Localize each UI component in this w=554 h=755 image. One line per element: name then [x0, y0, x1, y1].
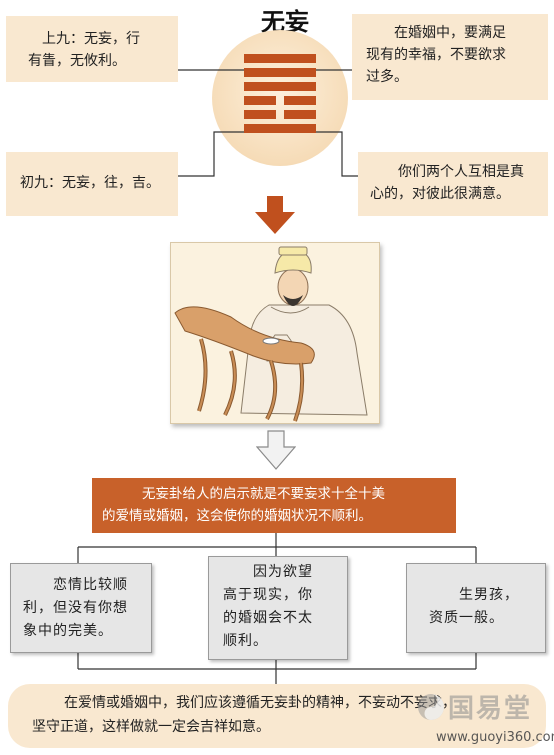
outcome-3-l1: 生男孩，: [459, 587, 519, 603]
outcome-1-l3: 象中的完美。: [23, 623, 113, 639]
lower-line-text: 初九：无妄，往，吉。: [20, 175, 160, 191]
scholar-illustration: [170, 242, 380, 424]
upper-line-text-box: 上九：无妄，行 有眚，无攸利。: [6, 16, 178, 82]
outcome-box-child: 生男孩， 资质一般。: [406, 563, 546, 653]
summary-box: 无妄卦给人的启示就是不要妄求十全十美 的爱情或婚姻，这会使你的婚姻状况不顺利。: [92, 478, 456, 533]
upper-line-text-l1: 上九：无妄，行: [42, 31, 140, 47]
hexagram-line-5: [244, 68, 316, 77]
outcome-2-l4: 顺利。: [223, 633, 268, 649]
down-arrow-icon: [255, 196, 295, 234]
upper-line-explain-box: 在婚姻中，要满足 现有的幸福，不要欲求 过多。: [352, 14, 548, 100]
scholar-at-table-image: [174, 246, 368, 422]
hexagram-line-6: [244, 54, 316, 63]
watermark-url: www.guoyi360.com: [436, 730, 554, 745]
outcome-1-l2: 利，但没有你想: [23, 600, 128, 616]
lower-line-explain-box: 你们两个人互相是真 心的，对彼此很满意。: [358, 152, 548, 216]
lower-line-explain-l2: 心的，对彼此很满意。: [370, 186, 510, 202]
summary-line-2: 的爱情或婚姻，这会使你的婚姻状况不顺利。: [102, 508, 372, 524]
upper-line-explain-l3: 过多。: [366, 69, 408, 85]
outcome-2-l3: 的婚姻会不太: [223, 610, 313, 626]
outcome-box-love: 恋情比较顺 利，但没有你想 象中的完美。: [10, 563, 152, 653]
hexagram-line-3-right: [284, 96, 316, 105]
watermark-name: 国易堂: [448, 694, 533, 724]
connector-lines: [178, 69, 358, 177]
hexagram-line-2-left: [244, 110, 276, 119]
outcome-2-l1: 因为欲望: [253, 564, 313, 580]
outcome-1-l1: 恋情比较顺: [53, 577, 128, 593]
site-watermark: 国易堂 www.guoyi360.com: [408, 686, 554, 750]
conclusion-line-1: 在爱情或婚姻中，我们应该遵循无妄卦的精神，不妄动不妄求，: [64, 695, 456, 711]
upper-line-text-l2: 有眚，无攸利。: [28, 53, 126, 69]
outcome-2-l2: 高于现实，你: [223, 587, 313, 603]
watermark-logo-icon: [418, 694, 444, 720]
hexagram-line-2-right: [284, 110, 316, 119]
hexagram-symbol: [244, 54, 316, 133]
summary-line-1: 无妄卦给人的启示就是不要妄求十全十美: [142, 486, 385, 502]
upper-line-explain-l2: 现有的幸福，不要欲求: [366, 47, 506, 63]
branch-lines: [77, 533, 477, 685]
connector-lower-left: [178, 131, 244, 177]
outcome-box-marriage: 因为欲望 高于现实，你 的婚姻会不太 顺利。: [208, 556, 348, 660]
lower-line-explain-l1: 你们两个人互相是真: [398, 164, 524, 180]
conclusion-box: 在爱情或婚姻中，我们应该遵循无妄卦的精神，不妄动不妄求， 坚守正道，这样做就一定…: [8, 684, 546, 748]
connector-lower-right: [316, 131, 358, 177]
conclusion-line-2: 坚守正道，这样做就一定会吉祥如意。: [32, 719, 270, 735]
down-arrow-outline-icon: [256, 430, 296, 470]
lower-line-text-box: 初九：无妄，往，吉。: [6, 152, 178, 216]
hexagram-line-1: [244, 124, 316, 133]
hexagram-line-3-left: [244, 96, 276, 105]
upper-line-explain-l1: 在婚姻中，要满足: [394, 25, 506, 41]
outcome-3-l2: 资质一般。: [429, 610, 504, 626]
hexagram-circle: [212, 30, 348, 166]
hexagram-line-4: [244, 82, 316, 91]
